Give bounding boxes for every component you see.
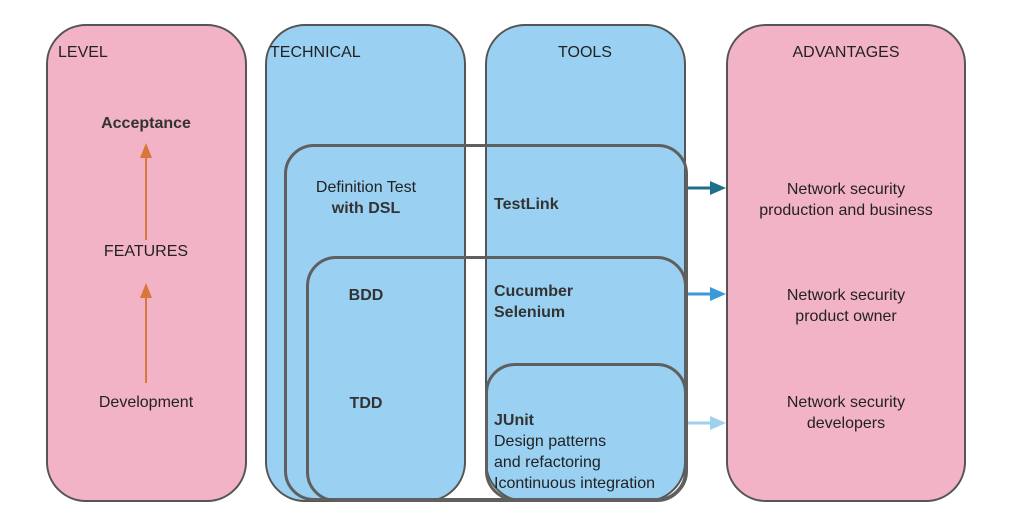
advantage-2-line1: Network security: [786, 287, 906, 304]
level-features: FEATURES: [103, 243, 189, 260]
tool-junit: JUnit: [494, 412, 534, 429]
level-development: Development: [98, 394, 194, 411]
tool-junit-line4: Icontinuous integration: [494, 475, 655, 492]
tool-junit-line2: Design patterns: [494, 433, 607, 450]
advantage-3-line1: Network security: [786, 394, 906, 411]
technical-dsl-line2: with DSL: [331, 200, 401, 217]
tools-header: TOOLS: [558, 44, 612, 61]
advantage-3-line2: developers: [806, 415, 886, 432]
technical-dsl-line1: Definition Test: [315, 179, 417, 196]
tool-selenium: Selenium: [494, 304, 566, 321]
arrow-up-icon: [140, 283, 152, 383]
bdd-box: [306, 256, 687, 502]
arrow-right-icon: [688, 416, 726, 430]
advantages-header: ADVANTAGES: [792, 44, 900, 61]
advantage-1-line2: production and business: [759, 202, 933, 219]
technical-tdd: TDD: [349, 395, 383, 412]
technical-header: TECHNICAL: [270, 44, 361, 61]
advantages-column: [726, 24, 966, 502]
technical-bdd: BDD: [348, 287, 384, 304]
arrow-up-icon: [140, 143, 152, 240]
level-column: [46, 24, 247, 502]
level-acceptance: Acceptance: [101, 115, 191, 132]
tool-junit-line3: and refactoring: [494, 454, 601, 471]
tdd-junit-box: [485, 363, 687, 501]
advantage-2-line2: product owner: [795, 308, 897, 325]
level-header: LEVEL: [58, 44, 108, 61]
tool-testlink: TestLink: [494, 196, 559, 213]
advantage-1-line1: Network security: [786, 181, 906, 198]
arrow-right-icon: [688, 287, 726, 301]
arrow-right-icon: [688, 181, 726, 195]
tool-cucumber: Cucumber: [494, 283, 574, 300]
technical-column: [265, 24, 466, 502]
